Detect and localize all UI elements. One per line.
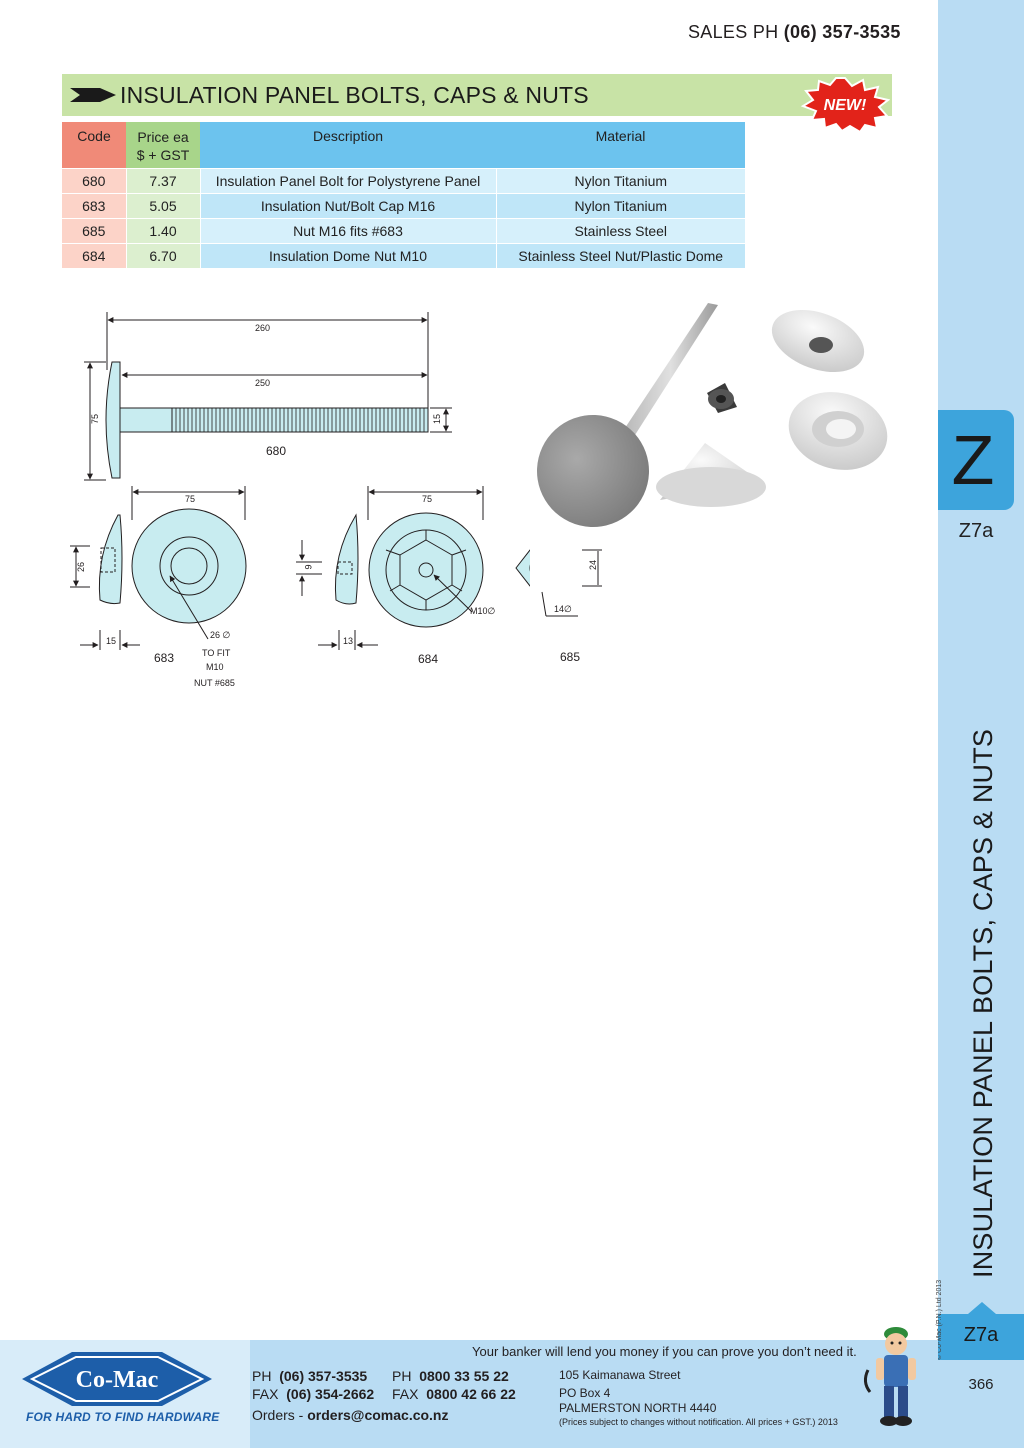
phone-local-line: PH (06) 357-3535: [252, 1368, 367, 1384]
cap-note-3: NUT #685: [194, 678, 235, 688]
new-badge-text: NEW!: [824, 97, 867, 114]
cap-note-2: M10: [206, 662, 224, 672]
table-row: 680 7.37 Insulation Panel Bolt for Polys…: [62, 167, 745, 193]
header-price: Price ea $ + GST: [126, 122, 200, 168]
header-code: Code: [62, 122, 126, 168]
nut-dim-svg: [582, 549, 602, 587]
orders-line: Orders - orders@comac.co.nz: [252, 1407, 449, 1423]
arrow-icon: [70, 88, 116, 102]
footer: Your banker will lend you money if you c…: [0, 1340, 938, 1448]
dim-cap-depth: 15: [106, 636, 117, 646]
nut-drawing: [515, 549, 581, 587]
ph-free-label: PH: [392, 1368, 412, 1384]
cell-material: Stainless Steel: [495, 217, 745, 243]
fax-free-line: FAX 0800 42 66 22: [392, 1386, 516, 1402]
fax-local: (06) 354-2662: [286, 1386, 375, 1402]
dim-bolt-thread: 15: [432, 413, 443, 425]
nut-leader-svg: [541, 591, 578, 617]
sidebar: Z Z7a Z7a 366: [938, 0, 1024, 1448]
cell-code: 685: [62, 217, 126, 243]
logo-text: Co-Mac: [76, 1367, 159, 1393]
label-683: 683: [154, 651, 175, 665]
phone-free-line: PH 0800 33 55 22: [392, 1368, 509, 1384]
dome-drawing: [296, 486, 484, 650]
label-684: 684: [418, 652, 439, 666]
cell-description: Insulation Nut/Bolt Cap M16: [199, 192, 496, 218]
fax-free: 0800 42 66 22: [426, 1386, 516, 1402]
label-680: 680: [266, 444, 287, 458]
dim-dome-dia: 75: [422, 494, 433, 504]
phone-free[interactable]: 0800 33 55 22: [419, 1368, 509, 1384]
dim-cap-dia: 75: [185, 494, 196, 504]
header-price-line1: Price ea: [137, 129, 189, 145]
cell-description: Nut M16 fits #683: [199, 217, 496, 243]
cell-material: Nylon Titanium: [495, 192, 745, 218]
cap-note-1: TO FIT: [202, 648, 231, 658]
cell-code: 680: [62, 167, 126, 193]
mascot-icon: [863, 1327, 916, 1426]
phone-local[interactable]: (06) 357-3535: [279, 1368, 368, 1384]
page-code-bottom: Z7a: [963, 1324, 999, 1346]
cell-description: Insulation Dome Nut M10: [199, 242, 496, 268]
section-title: INSULATION PANEL BOLTS, CAPS & NUTS: [120, 82, 589, 108]
cell-code: 684: [62, 242, 126, 268]
header-price-line2: $ + GST: [136, 147, 190, 163]
dim-dome-height: 9: [303, 564, 314, 570]
cell-price: 1.40: [125, 217, 200, 243]
technical-drawings: 260 250 75 15 680 75 26 15 26 ∅ TO FIT M…: [60, 300, 581, 700]
cell-material: Stainless Steel Nut/Plastic Dome: [495, 242, 745, 268]
orders-email-link[interactable]: orders@comac.co.nz: [307, 1407, 449, 1423]
header-material: Material: [496, 122, 745, 168]
ph-label: PH: [252, 1368, 272, 1384]
tagline: FOR HARD TO FIND HARDWARE: [26, 1410, 220, 1424]
cell-price: 6.70: [125, 242, 200, 268]
cell-description: Insulation Panel Bolt for Polystyrene Pa…: [199, 167, 496, 193]
dim-dome-depth: 13: [343, 636, 354, 646]
orders-label: Orders -: [252, 1407, 308, 1423]
dim-cap-height: 26: [76, 561, 87, 573]
dim-bolt-head: 75: [90, 413, 101, 425]
label-685: 685: [560, 650, 581, 664]
footer-banner: Your banker will lend you money if you c…: [472, 1344, 857, 1359]
table-row: 683 5.05 Insulation Nut/Bolt Cap M16 Nyl…: [62, 192, 745, 218]
page-number: 366: [968, 1376, 994, 1393]
dim-bolt-shaft: 250: [255, 378, 271, 388]
section-title-bar: INSULATION PANEL BOLTS, CAPS & NUTS: [62, 74, 892, 116]
product-photo: [537, 303, 888, 527]
address-line-3: PALMERSTON NORTH 4440: [559, 1401, 717, 1415]
sales-phone-number[interactable]: (06) 357-3535: [783, 22, 901, 42]
sales-label: SALES PH: [688, 22, 784, 42]
drawings-svg: [70, 312, 581, 650]
cell-material: Nylon Titanium: [495, 167, 745, 193]
fax-local-line: FAX (06) 354-2662: [252, 1386, 374, 1402]
comac-logo[interactable]: Co-Mac: [22, 1348, 212, 1410]
cell-code: 683: [62, 192, 126, 218]
page-code-top: Z7a: [958, 520, 994, 542]
fax-label: FAX: [252, 1386, 279, 1402]
section-letter: Z: [951, 421, 995, 499]
dim-cap-hole: 26 ∅: [210, 630, 231, 640]
table-row: 684 6.70 Insulation Dome Nut M10 Stainle…: [62, 242, 745, 268]
fax-free-label: FAX: [392, 1386, 419, 1402]
page-code-tab: Z7a: [938, 1302, 1024, 1360]
dim-dome-thread: M10∅: [470, 606, 496, 616]
product-table: Code Price ea $ + GST Description Materi…: [62, 122, 745, 268]
disclaimer: (Prices subject to changes without notif…: [559, 1417, 838, 1427]
section-tab[interactable]: Z: [938, 410, 1014, 510]
dim-nut-dia: 14∅: [554, 604, 572, 614]
vertical-title: INSULATION PANEL BOLTS, CAPS & NUTS: [968, 728, 998, 1278]
cell-price: 5.05: [125, 192, 200, 218]
new-badge: NEW!: [800, 77, 890, 132]
tab-notch: [968, 1302, 996, 1314]
table-row: 685 1.40 Nut M16 fits #683 Stainless Ste…: [62, 217, 745, 243]
cap-drawing: [70, 486, 247, 650]
cell-price: 7.37: [125, 167, 200, 193]
dim-nut-height: 24: [588, 559, 599, 571]
header-description: Description: [200, 122, 496, 168]
sales-phone: SALES PH (06) 357-3535: [688, 22, 901, 43]
dim-bolt-total: 260: [255, 323, 271, 333]
bolt-drawing: [84, 312, 452, 481]
address-line-2: PO Box 4: [559, 1386, 611, 1400]
address-line-1: 105 Kaimanawa Street: [559, 1368, 681, 1382]
